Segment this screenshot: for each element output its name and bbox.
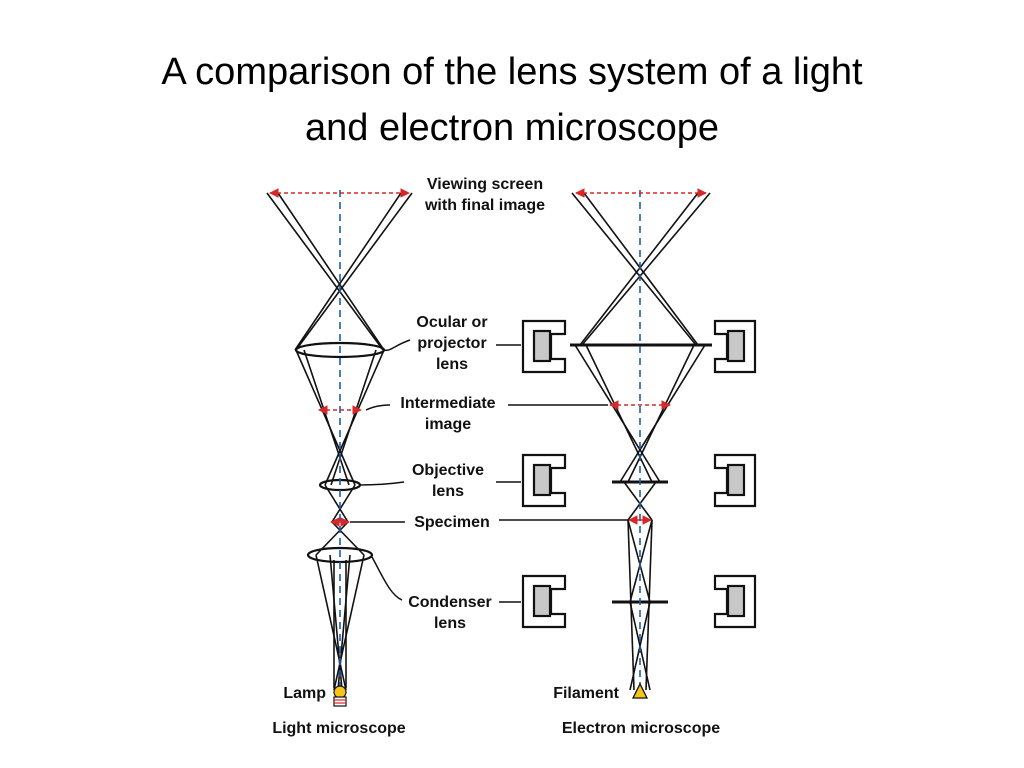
magnet-left-objective xyxy=(521,453,567,508)
label-condenser-2: lens xyxy=(434,615,466,632)
label-objective-1: Objective xyxy=(412,462,484,479)
labels: Viewing screen with final image Ocular o… xyxy=(272,176,720,737)
lamp-icon xyxy=(333,685,347,707)
filament-icon xyxy=(631,682,649,699)
magnet-left-condenser xyxy=(521,574,567,629)
magnet-right-condenser xyxy=(713,574,757,629)
caption-light-microscope: Light microscope xyxy=(272,720,405,737)
light-microscope xyxy=(266,188,413,707)
caption-electron-microscope: Electron microscope xyxy=(562,720,720,737)
magnet-right-projector xyxy=(713,319,757,374)
title-line-2: and electron microscope xyxy=(305,107,719,149)
label-ocular-3: lens xyxy=(436,356,468,373)
label-specimen: Specimen xyxy=(414,514,490,531)
label-viewing-screen-1: Viewing screen xyxy=(427,176,543,193)
magnet-right-objective xyxy=(713,453,757,508)
label-intermediate-2: image xyxy=(425,416,471,433)
label-lamp: Lamp xyxy=(283,685,326,702)
leader-lines xyxy=(350,339,628,603)
label-ocular-1: Ocular or xyxy=(416,314,487,331)
electron-beam-bundle xyxy=(571,192,711,691)
label-viewing-screen-2: with final image xyxy=(424,197,545,214)
slide-title: A comparison of the lens system of a lig… xyxy=(0,44,1024,156)
label-intermediate-1: Intermediate xyxy=(400,395,495,412)
label-condenser-1: Condenser xyxy=(408,594,492,611)
title-line-1: A comparison of the lens system of a lig… xyxy=(161,51,863,93)
label-filament: Filament xyxy=(553,685,619,702)
label-ocular-2: projector xyxy=(417,335,486,352)
electron-microscope xyxy=(521,188,757,699)
label-objective-2: lens xyxy=(432,483,464,500)
magnet-left-projector xyxy=(521,319,567,374)
light-ray-bundle xyxy=(266,192,413,691)
